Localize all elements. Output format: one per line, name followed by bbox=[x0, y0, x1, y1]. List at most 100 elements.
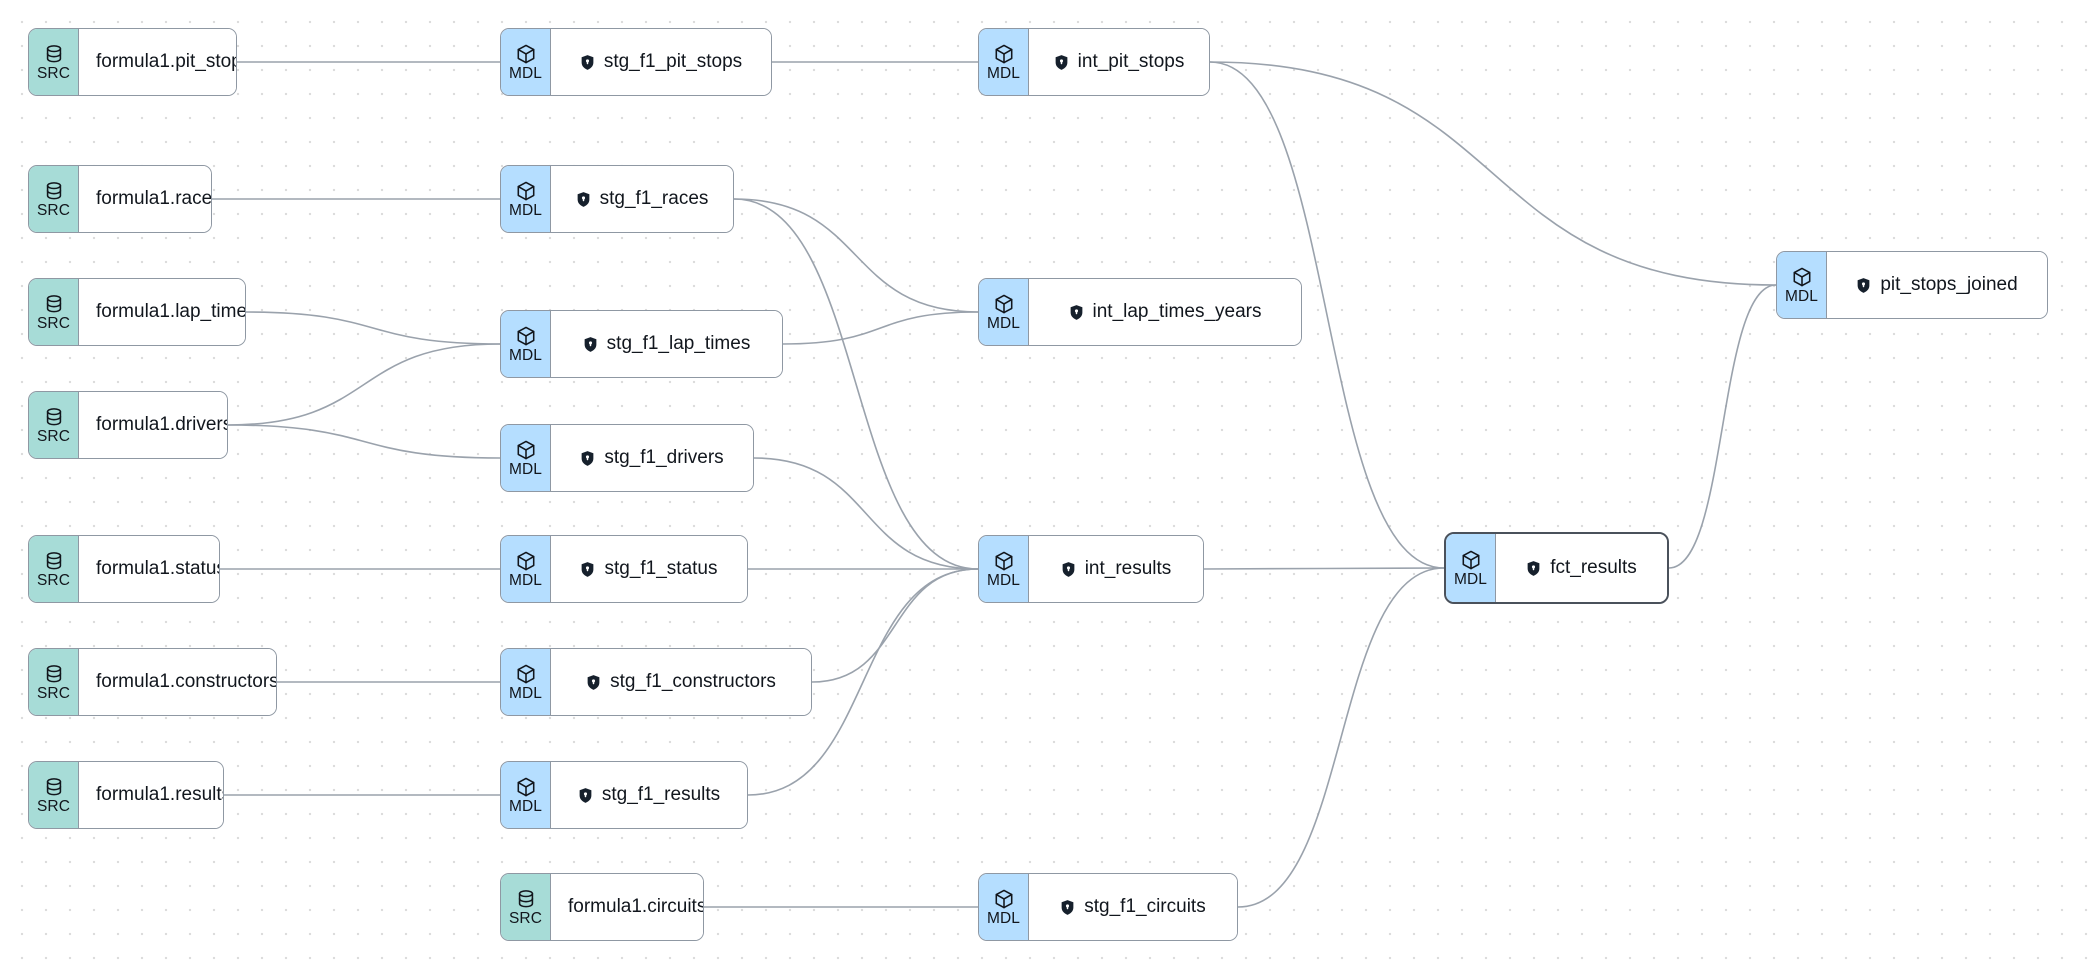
node-body: int_results bbox=[1029, 536, 1203, 602]
node-body: fct_results bbox=[1496, 534, 1667, 602]
node-body: formula1.races bbox=[79, 166, 211, 232]
node-label: int_pit_stops bbox=[1077, 51, 1185, 72]
node-kind-label: MDL bbox=[986, 64, 1021, 82]
node-body: stg_f1_circuits bbox=[1029, 874, 1237, 940]
node-kind-badge-mdl: MDL bbox=[1446, 534, 1496, 602]
graph-edge-stg_races-to-int_results bbox=[733, 198, 979, 570]
node-body: int_lap_times_years bbox=[1029, 279, 1301, 345]
node-body: formula1.lap_times bbox=[79, 279, 245, 345]
node-body: stg_f1_drivers bbox=[551, 425, 753, 491]
node-kind-badge-src: SRC bbox=[29, 29, 79, 95]
node-kind-badge-src: SRC bbox=[501, 874, 551, 940]
node-kind-label: MDL bbox=[1784, 287, 1819, 305]
graph-edge-stg_constructors-to-int_results bbox=[811, 568, 979, 683]
node-kind-label: SRC bbox=[36, 684, 71, 702]
node-kind-label: SRC bbox=[508, 909, 543, 927]
graph-edge-src_drivers-to-stg_drivers bbox=[227, 424, 501, 459]
cube-icon bbox=[515, 180, 537, 202]
database-icon bbox=[43, 550, 65, 572]
database-icon bbox=[43, 406, 65, 428]
node-label: stg_f1_pit_stops bbox=[603, 51, 743, 72]
cube-icon bbox=[515, 43, 537, 65]
database-icon bbox=[43, 663, 65, 685]
node-kind-badge-mdl: MDL bbox=[501, 425, 551, 491]
node-kind-badge-mdl: MDL bbox=[979, 29, 1029, 95]
node-kind-badge-src: SRC bbox=[29, 649, 79, 715]
database-icon bbox=[43, 180, 65, 202]
graph-edge-stg_drivers-to-int_results bbox=[753, 457, 979, 570]
node-body: formula1.constructors bbox=[79, 649, 276, 715]
cube-icon bbox=[515, 550, 537, 572]
node-label: stg_f1_results bbox=[601, 784, 721, 805]
node-kind-badge-mdl: MDL bbox=[979, 874, 1029, 940]
node-kind-label: SRC bbox=[36, 314, 71, 332]
node-kind-label: SRC bbox=[36, 427, 71, 445]
node-kind-badge-src: SRC bbox=[29, 279, 79, 345]
graph-node-src_status[interactable]: SRC formula1.status bbox=[28, 535, 220, 603]
node-body: stg_f1_races bbox=[551, 166, 733, 232]
node-kind-label: SRC bbox=[36, 571, 71, 589]
node-label: formula1.status bbox=[96, 558, 220, 579]
graph-node-stg_drivers[interactable]: MDL stg_f1_drivers bbox=[500, 424, 754, 492]
graph-node-stg_pit_stops[interactable]: MDL stg_f1_pit_stops bbox=[500, 28, 772, 96]
graph-node-src_constructors[interactable]: SRC formula1.constructors bbox=[28, 648, 277, 716]
node-kind-label: MDL bbox=[1453, 570, 1488, 588]
node-label: fct_results bbox=[1550, 557, 1637, 578]
graph-node-stg_races[interactable]: MDL stg_f1_races bbox=[500, 165, 734, 233]
shield-icon bbox=[580, 561, 595, 578]
node-kind-label: MDL bbox=[508, 64, 543, 82]
database-icon bbox=[43, 293, 65, 315]
node-kind-label: MDL bbox=[986, 909, 1021, 927]
node-body: stg_f1_results bbox=[551, 762, 747, 828]
node-label: formula1.results bbox=[96, 784, 224, 805]
node-body: int_pit_stops bbox=[1029, 29, 1209, 95]
node-kind-label: MDL bbox=[508, 201, 543, 219]
node-kind-badge-mdl: MDL bbox=[501, 29, 551, 95]
shield-icon bbox=[1060, 899, 1075, 916]
graph-node-fct_results[interactable]: MDL fct_results bbox=[1444, 532, 1669, 604]
node-kind-badge-src: SRC bbox=[29, 166, 79, 232]
graph-node-src_lap_times[interactable]: SRC formula1.lap_times bbox=[28, 278, 246, 346]
cube-icon bbox=[515, 776, 537, 798]
shield-icon bbox=[580, 54, 595, 71]
node-kind-label: MDL bbox=[508, 460, 543, 478]
node-label: stg_f1_constructors bbox=[610, 671, 776, 692]
shield-icon bbox=[1054, 54, 1069, 71]
node-kind-label: MDL bbox=[508, 346, 543, 364]
shield-icon bbox=[1069, 304, 1084, 321]
shield-icon bbox=[586, 674, 601, 691]
node-kind-badge-mdl: MDL bbox=[1777, 252, 1827, 318]
node-label: stg_f1_status bbox=[604, 558, 718, 579]
graph-node-int_pit_stops[interactable]: MDL int_pit_stops bbox=[978, 28, 1210, 96]
node-kind-badge-mdl: MDL bbox=[501, 311, 551, 377]
node-body: formula1.status bbox=[79, 536, 220, 602]
node-kind-badge-mdl: MDL bbox=[501, 536, 551, 602]
node-kind-label: SRC bbox=[36, 64, 71, 82]
node-body: stg_f1_status bbox=[551, 536, 747, 602]
node-kind-label: MDL bbox=[508, 571, 543, 589]
cube-icon bbox=[993, 43, 1015, 65]
node-body: stg_f1_constructors bbox=[551, 649, 811, 715]
database-icon bbox=[43, 43, 65, 65]
node-label: stg_f1_races bbox=[599, 188, 709, 209]
node-kind-badge-src: SRC bbox=[29, 392, 79, 458]
node-body: stg_f1_pit_stops bbox=[551, 29, 771, 95]
cube-icon bbox=[993, 888, 1015, 910]
shield-icon bbox=[578, 787, 593, 804]
node-kind-badge-mdl: MDL bbox=[979, 279, 1029, 345]
graph-node-stg_status[interactable]: MDL stg_f1_status bbox=[500, 535, 748, 603]
graph-node-stg_circuits[interactable]: MDL stg_f1_circuits bbox=[978, 873, 1238, 941]
